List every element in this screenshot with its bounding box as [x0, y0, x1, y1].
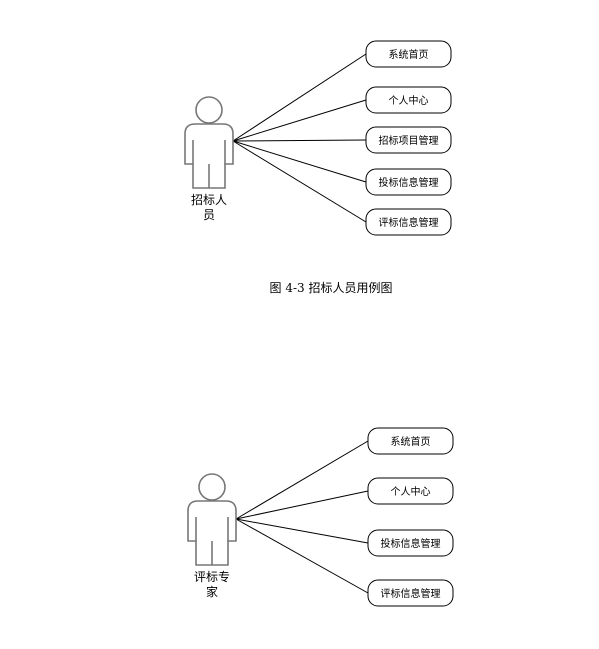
figure-caption: 图 4-3 招标人员用例图	[269, 281, 393, 295]
use-case-label: 评标信息管理	[379, 216, 439, 229]
association-line	[235, 440, 369, 520]
use-case-diagram-1: 招标人 员 系统首页 个人中心 招标项目管理 投标信息管理 评标信息管理	[184, 40, 452, 236]
use-case: 个人中心	[367, 477, 454, 505]
association-line	[232, 99, 367, 142]
association-line	[232, 53, 367, 142]
use-case-label: 系统首页	[391, 435, 431, 448]
use-case-label: 投标信息管理	[381, 537, 441, 550]
association-line	[235, 518, 369, 544]
use-case-label: 招标项目管理	[379, 134, 439, 147]
use-case-label: 个人中心	[391, 485, 431, 498]
actor-label: 评标专	[194, 569, 230, 584]
use-case-label: 投标信息管理	[379, 176, 439, 189]
actor-label: 招标人	[191, 193, 227, 207]
association-line	[232, 139, 367, 142]
use-case-label: 个人中心	[389, 94, 429, 107]
association-line	[232, 140, 367, 183]
use-case: 招标项目管理	[365, 126, 452, 154]
actor-figure	[187, 473, 237, 566]
actor-figure	[184, 96, 234, 189]
use-case: 投标信息管理	[367, 529, 454, 557]
use-case: 系统首页	[365, 40, 452, 68]
use-case-label: 评标信息管理	[381, 587, 441, 600]
actor-label: 家	[206, 584, 218, 599]
actor-label: 员	[203, 208, 215, 222]
use-case: 系统首页	[367, 427, 454, 455]
use-case: 评标信息管理	[367, 579, 454, 607]
association-line	[232, 140, 367, 223]
use-case-diagram-2: 评标专 家 系统首页 个人中心 投标信息管理 评标信息管理	[187, 427, 454, 607]
use-case: 评标信息管理	[365, 208, 452, 236]
association-line	[235, 490, 369, 520]
use-case: 投标信息管理	[365, 168, 452, 196]
use-case: 个人中心	[365, 86, 452, 114]
use-case-label: 系统首页	[389, 48, 429, 61]
association-line	[235, 518, 369, 594]
